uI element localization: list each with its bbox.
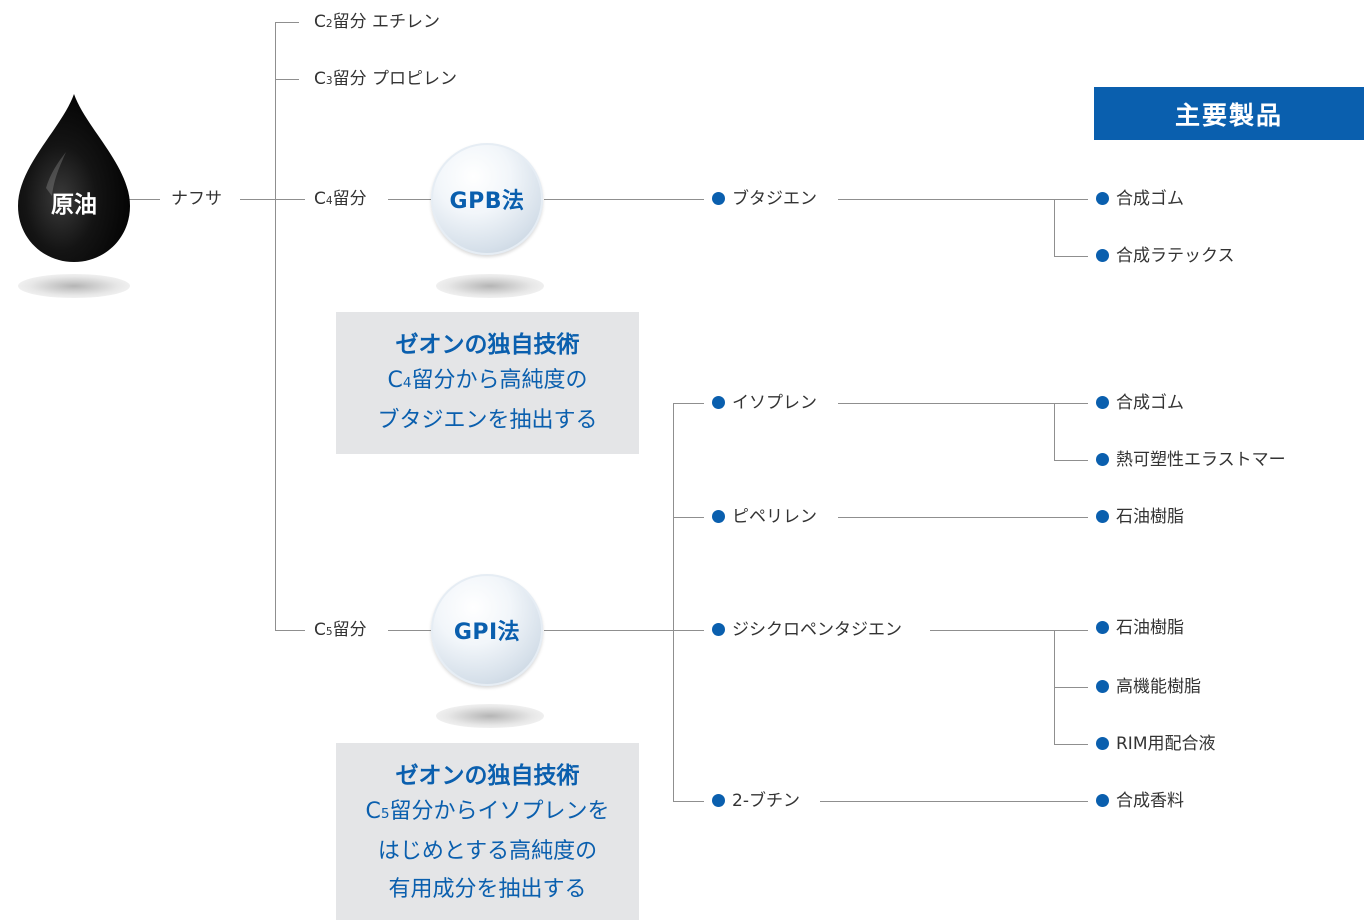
main-products-header: 主要製品 [1094, 87, 1364, 140]
connector-line [1054, 403, 1055, 460]
connector-line [128, 199, 160, 200]
connector-line [673, 403, 708, 404]
gpb-process-sphere: GPB法 [431, 143, 543, 255]
connector-line [240, 199, 276, 200]
bullet-icon [1096, 680, 1109, 693]
gpb-process-label: GPB法 [449, 189, 525, 214]
connector-line [1054, 744, 1090, 745]
bullet-icon [712, 794, 725, 807]
connector-line [275, 79, 299, 80]
connector-line [1054, 256, 1090, 257]
naphtha-label: ナフサ [171, 189, 222, 209]
connector-line [275, 22, 299, 23]
connector-line [275, 22, 276, 631]
connector-line [820, 801, 1090, 802]
tech-box-title: ゼオンの独自技術 [395, 332, 580, 358]
connector-line [838, 403, 1090, 404]
bullet-icon [712, 510, 725, 523]
bullet-icon [1096, 453, 1109, 466]
oil-drop-icon [18, 94, 130, 262]
gpb-tech-box: ゼオンの独自技術 C4留分から高純度の ブタジエンを抽出する [336, 312, 639, 454]
product-item: 合成ゴム [1088, 393, 1192, 413]
product-item: 熱可塑性エラストマー [1088, 450, 1294, 470]
product-item: RIM用配合液 [1088, 734, 1224, 754]
fraction-c2: C2留分 エチレン [308, 12, 446, 34]
connector-line [838, 517, 1090, 518]
tech-box-line: C5留分からイソプレンを [365, 799, 610, 824]
bullet-icon [1096, 510, 1109, 523]
bullet-icon [1096, 794, 1109, 807]
bullet-icon [712, 192, 725, 205]
intermediate-butene: 2-ブチン [704, 791, 808, 811]
intermediate-butadiene: ブタジエン [704, 189, 825, 209]
drop-shadow [18, 274, 130, 298]
connector-line [275, 199, 305, 200]
bullet-icon [712, 396, 725, 409]
fraction-c5: C5留分 [308, 620, 373, 642]
fraction-c4: C4留分 [308, 189, 373, 211]
connector-line [388, 199, 434, 200]
product-item: 石油樹脂 [1088, 507, 1192, 527]
product-item: 合成ゴム [1088, 189, 1192, 209]
bullet-icon [712, 623, 725, 636]
connector-line [275, 630, 305, 631]
gpi-process-sphere: GPI法 [431, 574, 543, 686]
product-item: 合成ラテックス [1088, 246, 1243, 266]
bullet-icon [1096, 737, 1109, 750]
tech-box-title: ゼオンの独自技術 [395, 763, 580, 789]
bullet-icon [1096, 621, 1109, 634]
intermediate-isoprene: イソプレン [704, 393, 825, 413]
connector-line [388, 630, 434, 631]
connector-line [673, 403, 674, 801]
tech-box-line: 有用成分を抽出する [388, 877, 587, 902]
source-label: 原油 [51, 192, 97, 218]
connector-line [673, 630, 708, 631]
tech-box-line: ブタジエンを抽出する [377, 408, 598, 433]
connector-line [544, 199, 708, 200]
product-item: 石油樹脂 [1088, 618, 1192, 638]
sphere-shadow [436, 274, 544, 298]
bullet-icon [1096, 396, 1109, 409]
intermediate-dicyclopentadiene: ジシクロペンタジエン [704, 620, 910, 640]
product-item: 高機能樹脂 [1088, 677, 1209, 697]
crude-oil-drop: 原油 [16, 92, 132, 264]
bullet-icon [1096, 249, 1109, 262]
connector-line [838, 199, 1090, 200]
connector-line [544, 630, 674, 631]
connector-line [1054, 460, 1090, 461]
bullet-icon [1096, 192, 1109, 205]
tech-box-line: はじめとする高純度の [377, 839, 598, 864]
product-item: 合成香料 [1088, 791, 1192, 811]
sphere-shadow [436, 704, 544, 728]
gpi-process-label: GPI法 [453, 620, 521, 645]
connector-line [673, 517, 708, 518]
connector-line [930, 630, 1090, 631]
connector-line [1054, 199, 1055, 256]
gpi-tech-box: ゼオンの独自技術 C5留分からイソプレンを はじめとする高純度の 有用成分を抽出… [336, 743, 639, 920]
connector-line [673, 801, 708, 802]
fraction-c3: C3留分 プロピレン [308, 69, 463, 91]
tech-box-line: C4留分から高純度の [387, 368, 588, 393]
intermediate-piperylene: ピペリレン [704, 507, 825, 527]
connector-line [1054, 687, 1090, 688]
